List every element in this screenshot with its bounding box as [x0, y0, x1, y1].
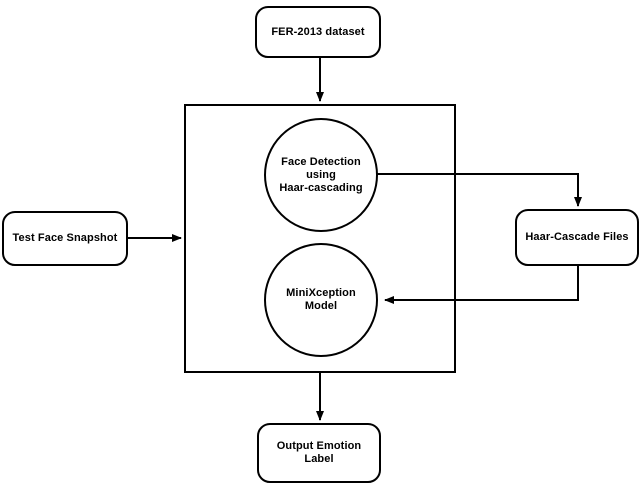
node-minixception-model[interactable] — [264, 243, 378, 357]
node-face-detection[interactable] — [264, 118, 378, 232]
edge-haarfiles-to-minixception — [384, 265, 579, 304]
node-test-face-snapshot[interactable] — [2, 211, 128, 266]
node-output-emotion-label[interactable] — [257, 423, 381, 483]
edge-facedetection-to-haarfiles — [377, 173, 582, 207]
node-haar-cascade-files[interactable] — [515, 209, 639, 266]
node-fer2013-dataset[interactable] — [255, 6, 381, 58]
